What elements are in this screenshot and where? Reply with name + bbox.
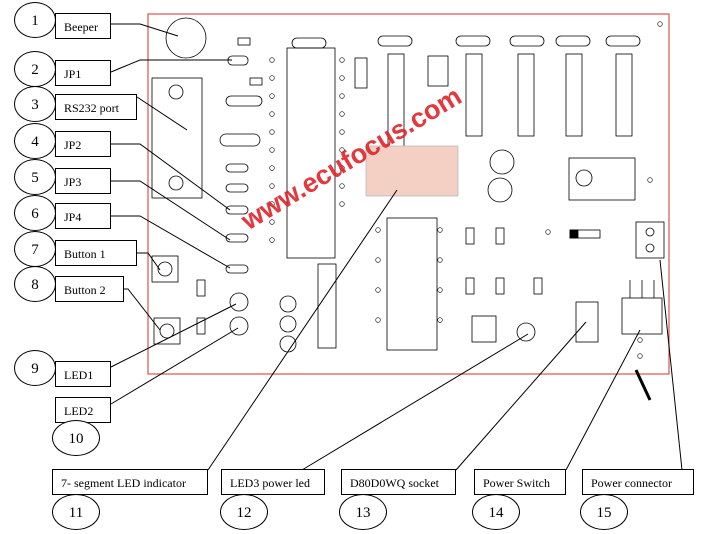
mcu-chip	[286, 47, 336, 259]
number-11: 11	[52, 494, 100, 530]
connector-part	[635, 221, 665, 259]
board-outline	[147, 13, 670, 375]
number-10: 10	[52, 420, 100, 456]
number-12: 12	[220, 494, 268, 530]
label-rs232: RS232 port	[55, 94, 137, 120]
number-14: 14	[472, 494, 520, 530]
label-led2: LED2	[55, 397, 111, 423]
socket-part	[386, 217, 438, 351]
beeper-part	[165, 17, 207, 59]
number-9: 9	[14, 350, 56, 386]
button1-part	[151, 255, 179, 283]
number-6: 6	[14, 195, 56, 231]
button2-part	[153, 317, 181, 345]
seven-segment-part	[365, 145, 459, 197]
switch-part	[575, 301, 599, 343]
label-beeper: Beeper	[55, 13, 111, 39]
number-7: 7	[14, 231, 56, 267]
led1-part	[229, 292, 249, 312]
label-jp2: JP2	[55, 131, 111, 157]
led3-part	[516, 322, 536, 342]
led2-part	[229, 316, 249, 336]
label-jp1: JP1	[55, 60, 111, 86]
number-3: 3	[14, 86, 56, 122]
label-button2: Button 2	[55, 276, 124, 302]
rs232-part	[151, 77, 203, 199]
number-8: 8	[14, 266, 56, 302]
label-power-connector: Power connector	[582, 469, 694, 495]
label-socket: D80D0WQ socket	[341, 469, 456, 495]
label-power-switch: Power Switch	[474, 469, 566, 495]
number-13: 13	[339, 494, 387, 530]
number-4: 4	[14, 123, 56, 159]
label-button1: Button 1	[55, 240, 137, 266]
number-2: 2	[14, 51, 56, 87]
label-led3: LED3 power led	[221, 469, 325, 495]
label-jp4: JP4	[55, 203, 111, 229]
number-15: 15	[580, 494, 628, 530]
label-jp3: JP3	[55, 168, 111, 194]
number-1: 1	[14, 2, 56, 38]
label-seg: 7- segment LED indicator	[52, 469, 208, 495]
number-5: 5	[14, 159, 56, 195]
label-led1: LED1	[55, 361, 111, 387]
